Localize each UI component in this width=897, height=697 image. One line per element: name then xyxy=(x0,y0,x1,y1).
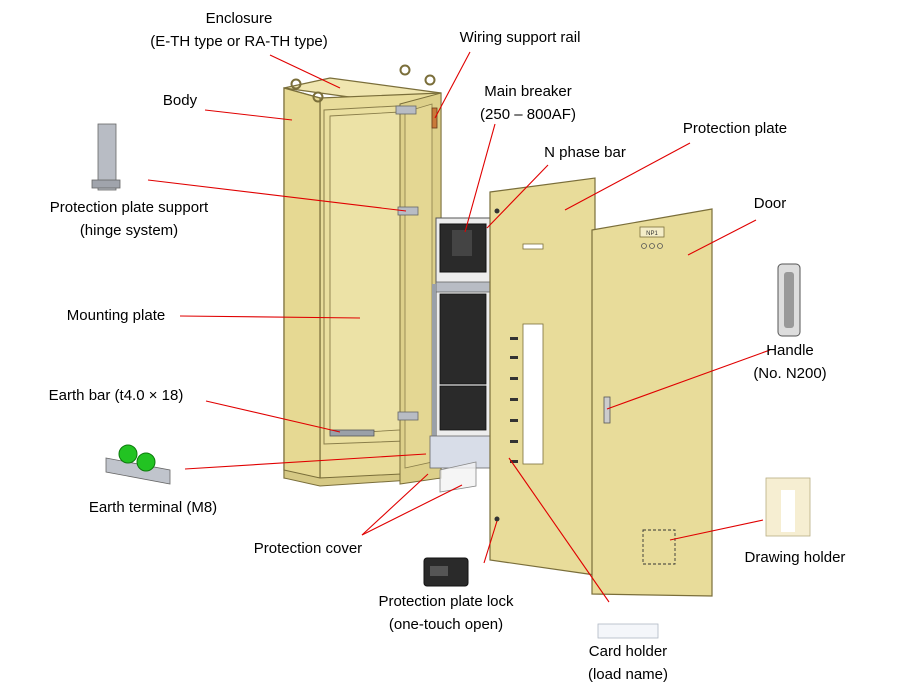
card-holder-slots xyxy=(510,337,518,463)
drawing-holder-label: Drawing holder xyxy=(744,549,846,566)
protection-plate-lock-icon xyxy=(423,557,469,587)
wiring-support-rail-label: Wiring support rail xyxy=(459,29,581,46)
earth-terminal-icon xyxy=(105,444,171,485)
protection-plate-support-icon xyxy=(91,123,121,191)
n-phase-bar-label: N phase bar xyxy=(544,144,626,161)
mounting-plate-label: Mounting plate xyxy=(66,307,166,324)
protection-plate-support-label: Protection plate support (hinge system) xyxy=(49,199,209,239)
card-holder-icon xyxy=(597,623,659,639)
protection-cover-label: Protection cover xyxy=(253,540,363,557)
protection-plate-lock-label: Protection plate lock (one-touch open) xyxy=(378,593,514,633)
door-nameplate: NP1 xyxy=(646,231,658,237)
enclosure-label: Enclosure (E-TH type or RA-TH type) xyxy=(150,10,328,50)
enclosure-body xyxy=(283,64,442,487)
protection-plate xyxy=(489,177,596,576)
door-label: Door xyxy=(753,195,787,212)
main-breaker-label: Main breaker (250 – 800AF) xyxy=(480,83,576,123)
earth-bar-label: Earth bar (t4.0 × 18) xyxy=(48,387,184,404)
handle-label: Handle (No. N200) xyxy=(753,342,827,382)
card-holder-label: Card holder (load name) xyxy=(587,643,669,683)
protection-plate-label: Protection plate xyxy=(682,120,788,137)
leader-lines xyxy=(147,51,771,603)
breaker-assembly xyxy=(429,217,491,493)
handle-icon xyxy=(777,263,801,337)
door: NP1 xyxy=(591,208,713,597)
drawing-holder-icon xyxy=(765,477,811,537)
body-label: Body xyxy=(162,92,198,109)
earth-terminal-label: Earth terminal (M8) xyxy=(88,499,218,516)
